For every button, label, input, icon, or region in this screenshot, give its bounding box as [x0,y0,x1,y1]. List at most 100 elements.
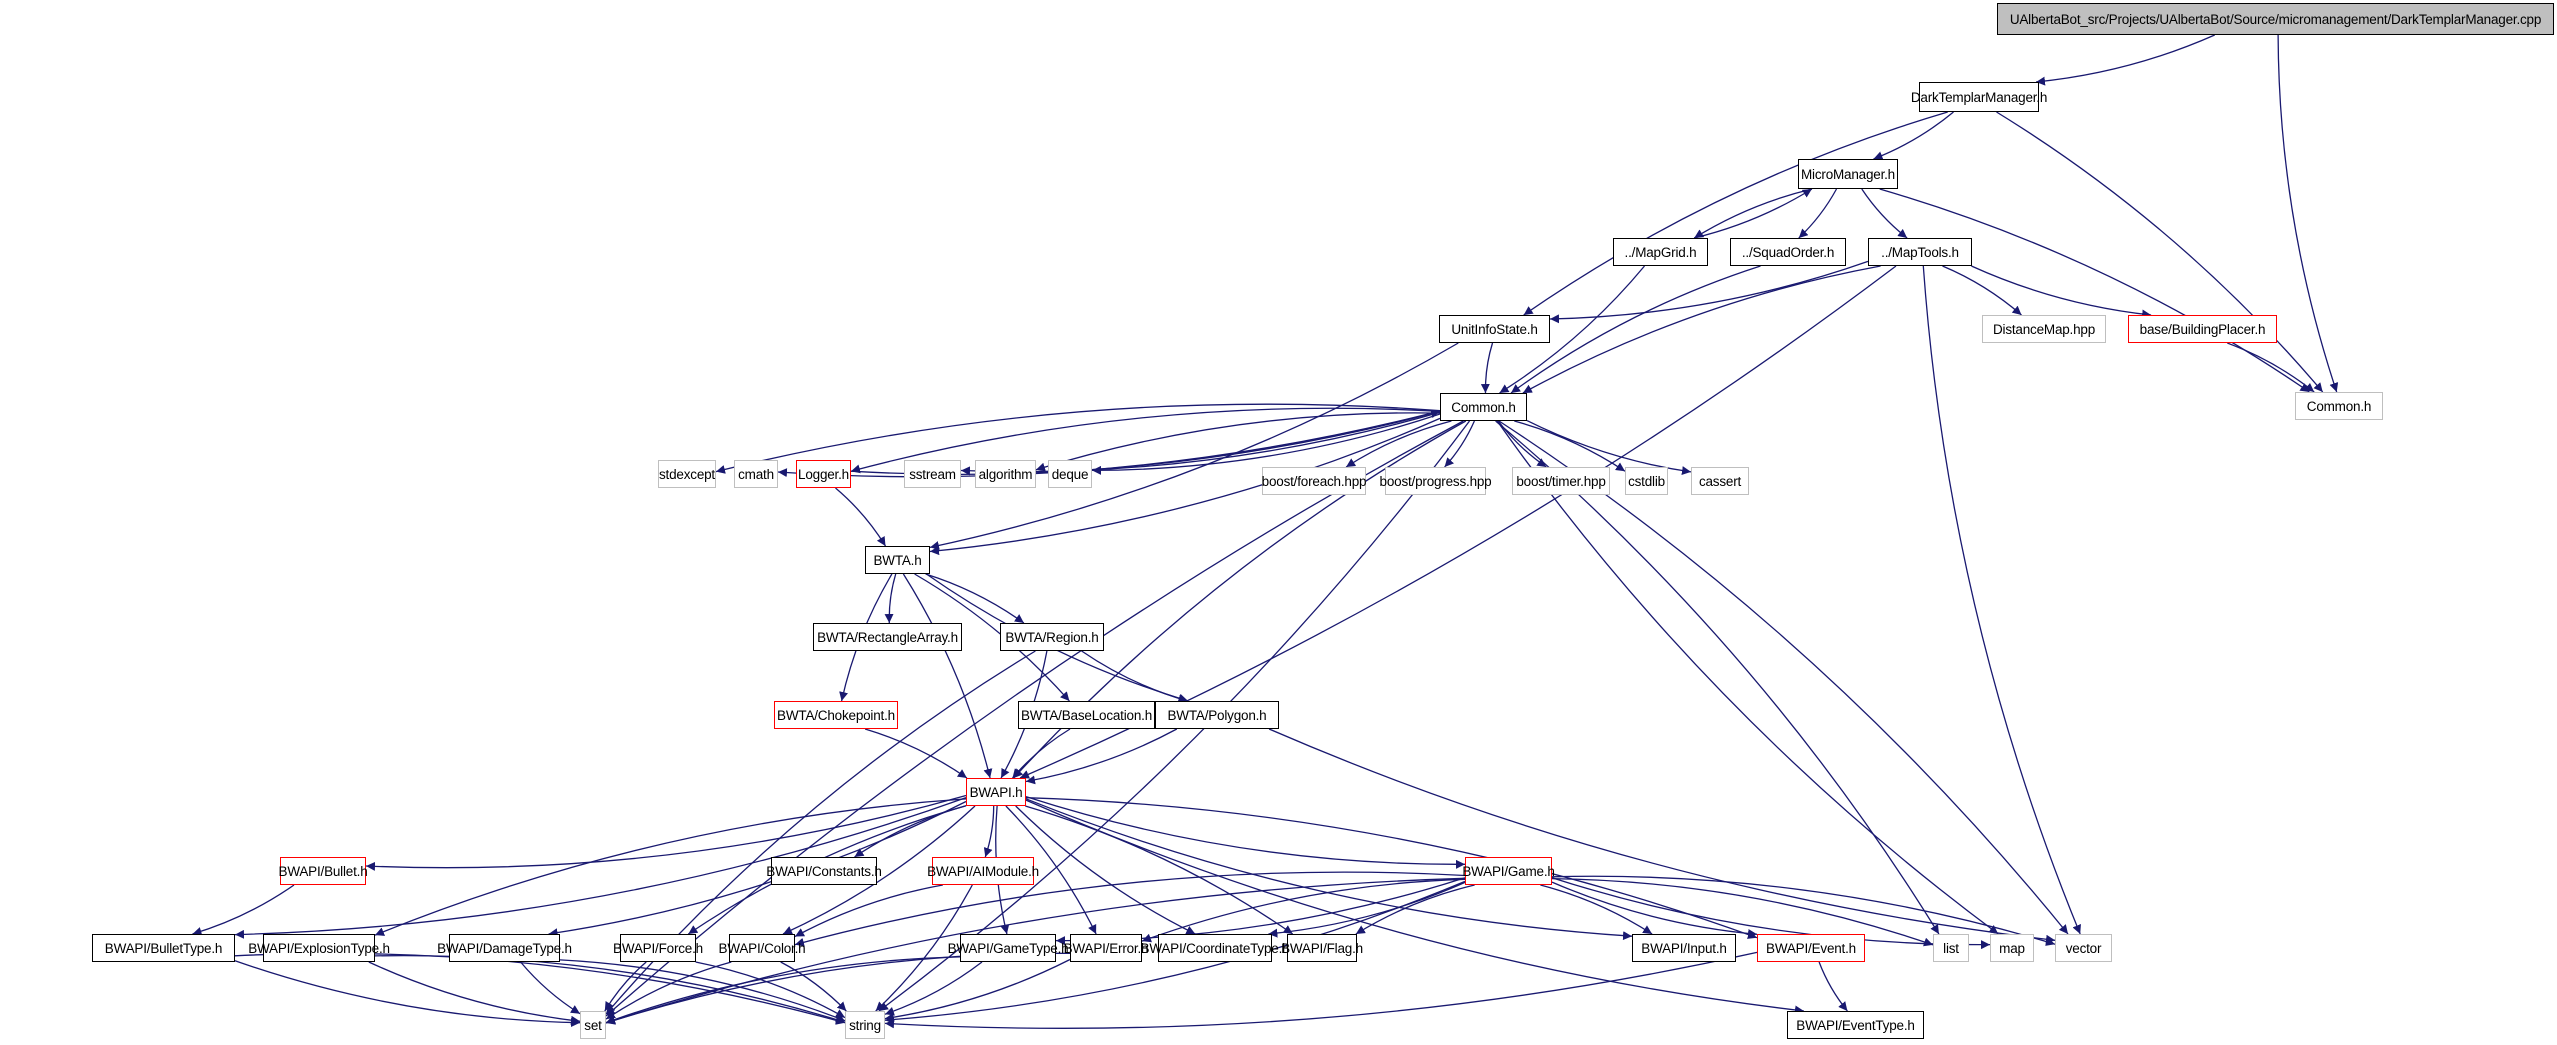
node-unitinfo[interactable]: UnitInfoState.h [1439,315,1550,343]
node-progress: boost/progress.hpp [1380,467,1492,495]
edge-bwapi-to-input [1025,798,1633,941]
node-maptools[interactable]: ../MapTools.h [1868,238,1972,266]
node-label: vector [2065,940,2102,956]
node-constants[interactable]: BWAPI/Constants.h [766,857,882,885]
node-label: DistanceMap.hpp [1992,321,2096,337]
node-label: Logger.h [798,466,849,482]
node-label: sstream [909,466,956,482]
node-error[interactable]: BWAPI/Error.h [1064,934,1149,962]
node-gametype[interactable]: BWAPI/GameType.h [948,934,1069,962]
node-force[interactable]: BWAPI/Force.h [613,934,703,962]
edge-common-to-cassert [1526,420,1692,476]
edge-common-to-cstdlib [1514,420,1626,472]
node-mapgrid[interactable]: ../MapGrid.h [1613,238,1708,266]
node-label: list [1943,940,1959,956]
node-label: cstdlib [1628,473,1665,489]
node-coord[interactable]: BWAPI/CoordinateType.h [1141,934,1290,962]
node-label: BWAPI/Input.h [1641,940,1727,956]
edge-color-to-string [780,961,847,1012]
node-label: algorithm [978,466,1033,482]
node-cstdlib: cstdlib [1625,467,1668,495]
node-color[interactable]: BWAPI/Color.h [719,934,806,962]
node-label: cmath [738,466,774,482]
edge-common-to-bwta [929,417,1441,556]
edge-common-to-vector [1498,420,2069,935]
node-sstream: sstream [904,460,961,488]
node-common[interactable]: Common.h [1440,393,1527,421]
node-label: BWTA.h [873,552,922,568]
node-vector: vector [2055,934,2112,962]
edge-unitinfo-to-bwta [929,342,1459,550]
node-label: BWTA/BaseLocation.h [1020,707,1152,723]
node-dtm[interactable]: DarkTemplarManager.h [1911,82,2047,112]
edge-explosion-to-string [374,954,846,1024]
node-game[interactable]: BWAPI/Game.h [1462,857,1555,885]
edge-baseloc-to-bwapi [1012,728,1071,779]
edge-maptools-to-bplacer [1971,265,2152,319]
node-label: string [849,1017,881,1033]
node-label: cassert [1698,473,1742,489]
edge-bwta-to-region [925,573,1025,624]
node-label: BWAPI.h [969,784,1023,800]
node-bwta[interactable]: BWTA.h [865,546,930,574]
edge-color-to-set [605,961,732,1020]
node-set: set [580,1011,606,1039]
node-region[interactable]: BWTA/Region.h [1000,623,1104,651]
node-stdexcept: stdexcept [658,460,716,488]
node-label: boost/timer.hpp [1516,473,1606,489]
node-label: BWAPI/Error.h [1063,940,1149,956]
edge-bwapi-to-event [1025,797,1758,939]
node-label: UnitInfoState.h [1451,321,1538,337]
node-label: Common.h [1451,399,1516,415]
node-label: boost/foreach.hpp [1261,473,1367,489]
node-logger[interactable]: Logger.h [796,460,851,488]
node-deque: deque [1048,460,1092,488]
edge-bwapi-to-flag [1025,805,1294,935]
node-choke[interactable]: BWTA/Chokepoint.h [774,701,898,729]
node-label: BWAPI/DamageType.h [437,940,572,956]
node-baseloc[interactable]: BWTA/BaseLocation.h [1018,701,1155,729]
edge-common-to-logger [850,407,1441,474]
edge-bwapi-to-bullettype [234,796,967,939]
edge-common-to-stdexcept [715,403,1441,474]
node-bplacer[interactable]: base/BuildingPlacer.h [2128,315,2277,343]
node-cmath: cmath [734,460,778,488]
node-label: BWTA/RectangleArray.h [817,629,958,645]
edge-bwta-to-rectarr [884,573,897,624]
node-polygon[interactable]: BWTA/Polygon.h [1155,701,1279,729]
node-rectarr[interactable]: BWTA/RectangleArray.h [813,623,962,651]
node-bwapi[interactable]: BWAPI.h [966,778,1026,806]
edge-bplacer-to-common2 [2227,342,2315,393]
edge-common-to-map [1496,420,1999,935]
node-eventtype[interactable]: BWAPI/EventType.h [1787,1011,1924,1039]
node-explosion[interactable]: BWAPI/ExplosionType.h [248,934,390,962]
node-bullettype[interactable]: BWAPI/BulletType.h [92,934,235,962]
node-label: boost/progress.hpp [1379,473,1492,489]
node-micro[interactable]: MicroManager.h [1798,159,1898,189]
node-squad[interactable]: ../SquadOrder.h [1730,238,1846,266]
node-label: BWTA/Chokepoint.h [777,707,895,723]
edge-bwapi-to-color [782,805,976,935]
edge-dtm-to-micro [1873,111,1954,160]
edge-bullettype-to-set [234,960,581,1028]
node-damage[interactable]: BWAPI/DamageType.h [437,934,572,962]
node-label: BWAPI/Event.h [1766,940,1856,956]
edge-micro-to-common2 [1879,188,2310,393]
edge-bwapi-to-coord [1015,805,1196,935]
edge-mapgrid-to-micro [1694,188,1813,239]
node-foreach: boost/foreach.hpp [1261,467,1367,495]
node-bullet[interactable]: BWAPI/Bullet.h [279,857,368,885]
node-input[interactable]: BWAPI/Input.h [1632,934,1736,962]
node-map: map [1990,934,2034,962]
edge-aimodule-to-color [794,884,943,938]
node-label: BWAPI/AIModule.h [927,863,1039,879]
node-flag[interactable]: BWAPI/Flag.h [1281,934,1363,962]
node-label: BWTA/Region.h [1005,629,1099,645]
edge-unitinfo-to-common [1480,342,1494,394]
node-aimodule[interactable]: BWAPI/AIModule.h [927,857,1039,885]
edge-damage-to-string [559,959,846,1022]
edge-bwapi-to-constants [854,805,967,858]
node-event[interactable]: BWAPI/Event.h [1757,934,1865,962]
edge-dtm-to-common2 [1996,111,2324,393]
